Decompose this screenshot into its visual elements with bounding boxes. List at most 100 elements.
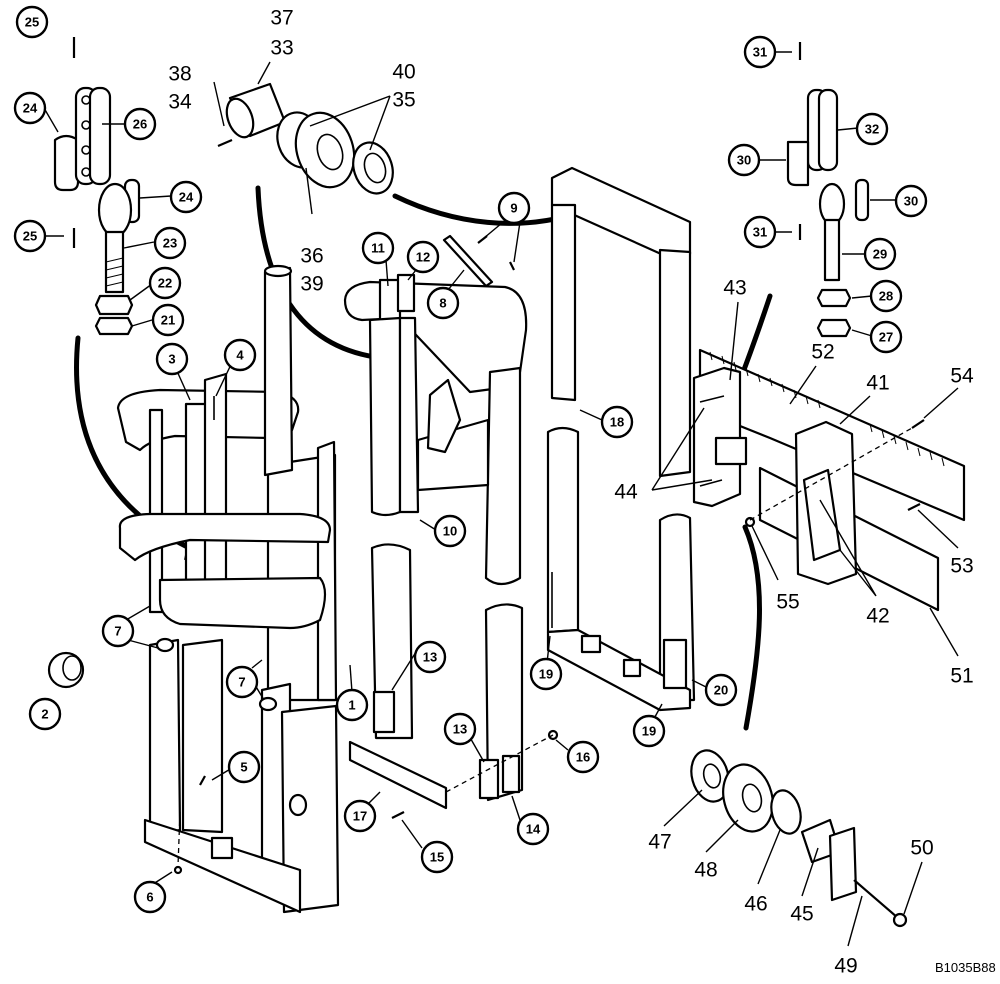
callout-50: 50 bbox=[910, 837, 933, 860]
wear-strip-20 bbox=[662, 638, 688, 690]
inner-lower-left-channel bbox=[370, 543, 414, 740]
callout-51: 51 bbox=[950, 665, 973, 688]
anchor-bolt-head-29 bbox=[818, 182, 846, 226]
leader bbox=[555, 739, 569, 751]
leader bbox=[349, 664, 353, 693]
callout-10: 10 bbox=[433, 514, 467, 548]
chain-pin bbox=[81, 95, 91, 105]
tilt-pivot-boss bbox=[288, 793, 308, 817]
callout-25: 25 bbox=[15, 5, 49, 39]
bubble-callouts: 25 24 26 24 25 23 22 21 3 4 2 7 7 1 5 6 … bbox=[13, 5, 928, 914]
cap-face bbox=[62, 655, 82, 681]
callout-24: 24 bbox=[13, 91, 47, 125]
svg-text:30: 30 bbox=[737, 153, 751, 168]
outer-right-lower-channel bbox=[280, 704, 340, 914]
outer-left-lower-rail bbox=[148, 638, 182, 837]
leader bbox=[385, 259, 389, 287]
leader bbox=[801, 847, 819, 897]
callout-19: 19 bbox=[632, 714, 666, 748]
bolt-49 bbox=[853, 879, 899, 919]
nut-55 bbox=[744, 516, 756, 528]
leader bbox=[851, 329, 873, 337]
callout-16: 16 bbox=[566, 740, 600, 774]
svg-text:25: 25 bbox=[25, 15, 39, 30]
mast-block bbox=[210, 836, 234, 860]
svg-text:23: 23 bbox=[163, 236, 177, 251]
leader bbox=[929, 607, 959, 657]
mount-plate-45 bbox=[828, 826, 858, 902]
shim-40 bbox=[352, 141, 394, 195]
leader bbox=[751, 525, 779, 581]
carriage-right-upright-upper bbox=[658, 248, 692, 478]
right-upright-edge bbox=[316, 440, 338, 702]
svg-text:32: 32 bbox=[865, 122, 879, 137]
roller-35 bbox=[294, 111, 356, 189]
callout-37: 37 bbox=[270, 7, 293, 30]
roller-48 bbox=[722, 763, 774, 833]
tie-strap-17 bbox=[348, 740, 448, 810]
anchor-pin-24 bbox=[53, 134, 80, 192]
svg-text:11: 11 bbox=[371, 241, 385, 256]
assembly-line bbox=[177, 811, 181, 867]
inner-brace bbox=[426, 378, 462, 454]
svg-text:17: 17 bbox=[353, 809, 367, 824]
carriage-left-upright-upper bbox=[550, 203, 577, 402]
callout-13: 13 bbox=[443, 712, 477, 746]
leader bbox=[391, 651, 417, 691]
plain-callouts: 37 33 38 34 40 35 36 39 43 52 41 54 44 5… bbox=[168, 7, 974, 978]
callout-3: 3 bbox=[155, 342, 189, 376]
nut-22 bbox=[94, 294, 134, 316]
callout-28: 28 bbox=[869, 279, 903, 313]
leader bbox=[309, 95, 391, 151]
inner-left-rail-web bbox=[398, 316, 420, 514]
svg-text:19: 19 bbox=[539, 667, 553, 682]
callout-31: 31 bbox=[743, 35, 777, 69]
roller-48-bore bbox=[741, 783, 763, 813]
callout-41: 41 bbox=[866, 372, 889, 395]
svg-text:14: 14 bbox=[526, 822, 541, 837]
nut-6 bbox=[173, 865, 183, 875]
nut-50 bbox=[892, 912, 908, 928]
assembly-line bbox=[749, 427, 913, 521]
callout-38: 38 bbox=[168, 63, 191, 86]
bracket-13-right bbox=[478, 758, 500, 800]
cap-body bbox=[47, 651, 85, 689]
callout-13: 13 bbox=[413, 640, 447, 674]
callout-48: 48 bbox=[694, 859, 717, 882]
shim-bore bbox=[363, 152, 387, 184]
bolt-54 bbox=[911, 419, 925, 429]
svg-text:1: 1 bbox=[348, 698, 355, 713]
callout-2: 2 bbox=[28, 697, 62, 731]
leader bbox=[483, 217, 521, 263]
svg-text:24: 24 bbox=[179, 190, 194, 205]
washer-47-bore bbox=[702, 763, 722, 789]
callout-1: 1 bbox=[335, 688, 369, 722]
leader bbox=[923, 387, 959, 419]
callout-26: 26 bbox=[123, 107, 157, 141]
leader bbox=[839, 395, 871, 425]
pin-8 bbox=[442, 234, 494, 288]
leader bbox=[511, 795, 521, 821]
callout-49: 49 bbox=[834, 955, 857, 978]
svg-text:16: 16 bbox=[576, 750, 590, 765]
callout-7: 7 bbox=[225, 665, 259, 699]
callout-5: 5 bbox=[227, 750, 261, 784]
upper-roller-assembly bbox=[217, 82, 394, 195]
column-top bbox=[263, 264, 293, 278]
svg-text:21: 21 bbox=[161, 313, 175, 328]
roller-bore bbox=[316, 133, 344, 171]
svg-text:31: 31 bbox=[753, 225, 767, 240]
svg-text:5: 5 bbox=[240, 760, 247, 775]
leader bbox=[729, 301, 739, 381]
callout-46: 46 bbox=[744, 893, 767, 916]
svg-text:12: 12 bbox=[416, 250, 430, 265]
leader bbox=[407, 269, 417, 281]
chain-anchor-12 bbox=[396, 273, 416, 313]
leader bbox=[43, 107, 59, 133]
svg-text:3: 3 bbox=[168, 352, 175, 367]
flow-arrow-carriage-to-roller bbox=[742, 524, 762, 731]
svg-text:20: 20 bbox=[714, 683, 728, 698]
carriage-frame bbox=[546, 166, 696, 712]
svg-text:24: 24 bbox=[23, 101, 38, 116]
